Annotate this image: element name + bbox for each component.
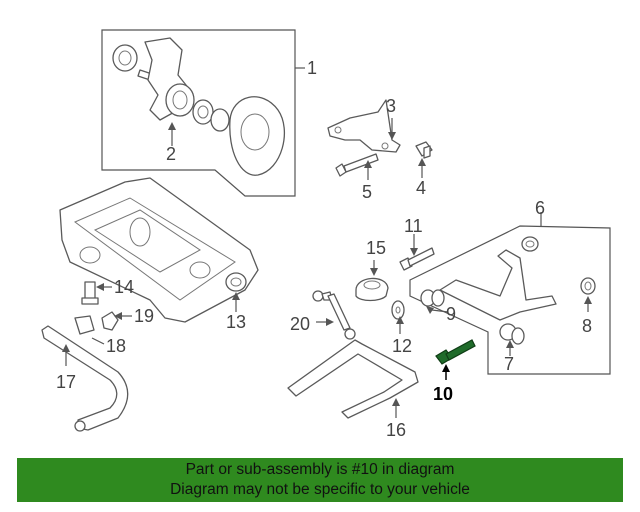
callout-11[interactable]: 11 (404, 216, 423, 236)
callout-7[interactable]: 7 (504, 354, 514, 374)
brace-part (287, 339, 419, 419)
highlighted-bolt-part[interactable] (435, 339, 476, 380)
callout-20[interactable]: 20 (290, 314, 310, 334)
callout-3[interactable]: 3 (386, 96, 396, 116)
clamp-part (101, 311, 132, 331)
callout-4[interactable]: 4 (416, 178, 426, 198)
washer-part (391, 300, 405, 334)
exploded-parts-diagram: 1 2 3 5 4 13 (41, 29, 611, 440)
callout-14[interactable]: 14 (114, 277, 134, 297)
callout-16[interactable]: 16 (386, 420, 406, 440)
callout-5[interactable]: 5 (362, 182, 372, 202)
mount-part (355, 260, 389, 302)
bolt-part (335, 153, 379, 180)
upper-arm-assembly (409, 212, 611, 375)
nut-part (415, 141, 433, 178)
stabilizer-bar-part (41, 325, 129, 432)
bushing-part (74, 315, 105, 345)
callout-18[interactable]: 18 (106, 336, 126, 356)
callout-1[interactable]: 1 (307, 58, 317, 78)
bracket-part (327, 99, 401, 153)
knuckle-hub-assembly (101, 29, 305, 197)
callout-17[interactable]: 17 (56, 372, 76, 392)
callout-13[interactable]: 13 (226, 312, 246, 332)
bolt-part (399, 234, 435, 271)
info-banner: Part or sub-assembly is #10 in diagram D… (17, 458, 623, 502)
crossmember-part (59, 177, 259, 323)
callout-8[interactable]: 8 (582, 316, 592, 336)
banner-line-1: Part or sub-assembly is #10 in diagram (185, 461, 455, 478)
callout-2[interactable]: 2 (166, 144, 176, 164)
callout-10[interactable]: 10 (433, 384, 453, 404)
callout-9[interactable]: 9 (446, 304, 456, 324)
bolt-part (81, 281, 112, 305)
banner-line-2: Diagram may not be specific to your vehi… (170, 481, 470, 498)
stabilizer-link-part (312, 290, 356, 340)
callout-6[interactable]: 6 (535, 198, 545, 218)
callout-19[interactable]: 19 (134, 306, 154, 326)
callout-15[interactable]: 15 (366, 238, 386, 258)
callout-12[interactable]: 12 (392, 336, 412, 356)
